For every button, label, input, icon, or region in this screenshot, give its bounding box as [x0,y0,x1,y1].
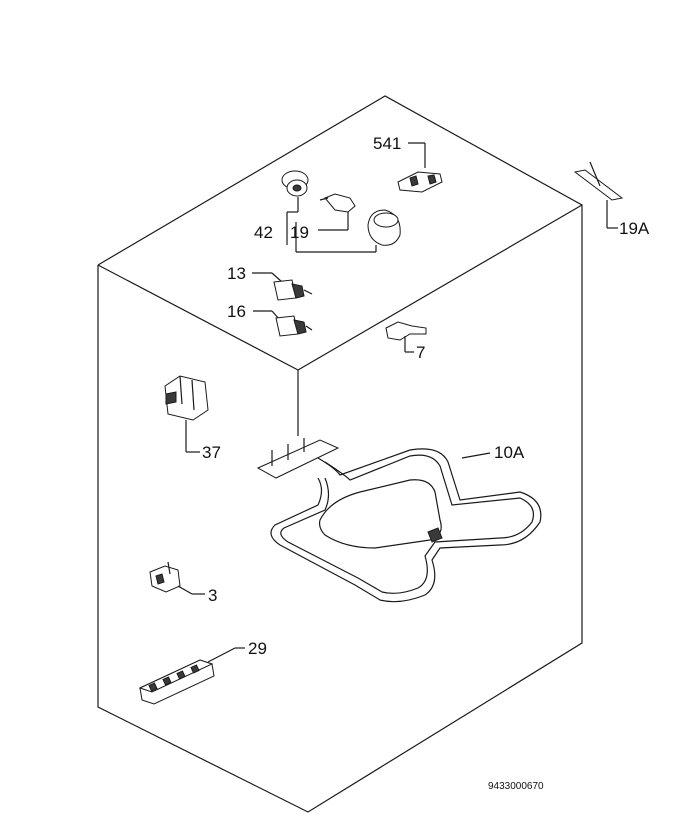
label-10a: 10A [494,443,525,462]
part-37-terminal: 37 [164,375,221,462]
part-13-switch: 13 [227,264,313,301]
label-42: 42 [254,223,273,242]
part-19a-probe: 19A [573,161,650,238]
label-29: 29 [248,639,267,658]
drawing-code: 9433000670 [488,781,544,792]
label-19a: 19A [619,219,650,238]
part-16-switch: 16 [227,302,313,337]
label-7: 7 [416,343,425,362]
part-19-lamp-bulb: 19 [290,193,356,242]
part-7-clip: 7 [385,321,427,362]
part-10a-heating-element: 10A [256,438,542,603]
oven-cabinet-outline [97,95,583,813]
part-29-terminal-strip: 29 [138,639,267,705]
label-37: 37 [202,443,221,462]
label-19: 19 [290,223,309,242]
label-13: 13 [227,264,246,283]
label-3: 3 [208,586,217,605]
label-16: 16 [227,302,246,321]
part-42-lamp-socket: 42 [254,170,309,245]
part-3-bracket: 3 [149,561,217,605]
part-541-bracket: 541 [373,134,443,193]
lamp-glass-cover [295,209,401,253]
label-541: 541 [373,134,401,153]
